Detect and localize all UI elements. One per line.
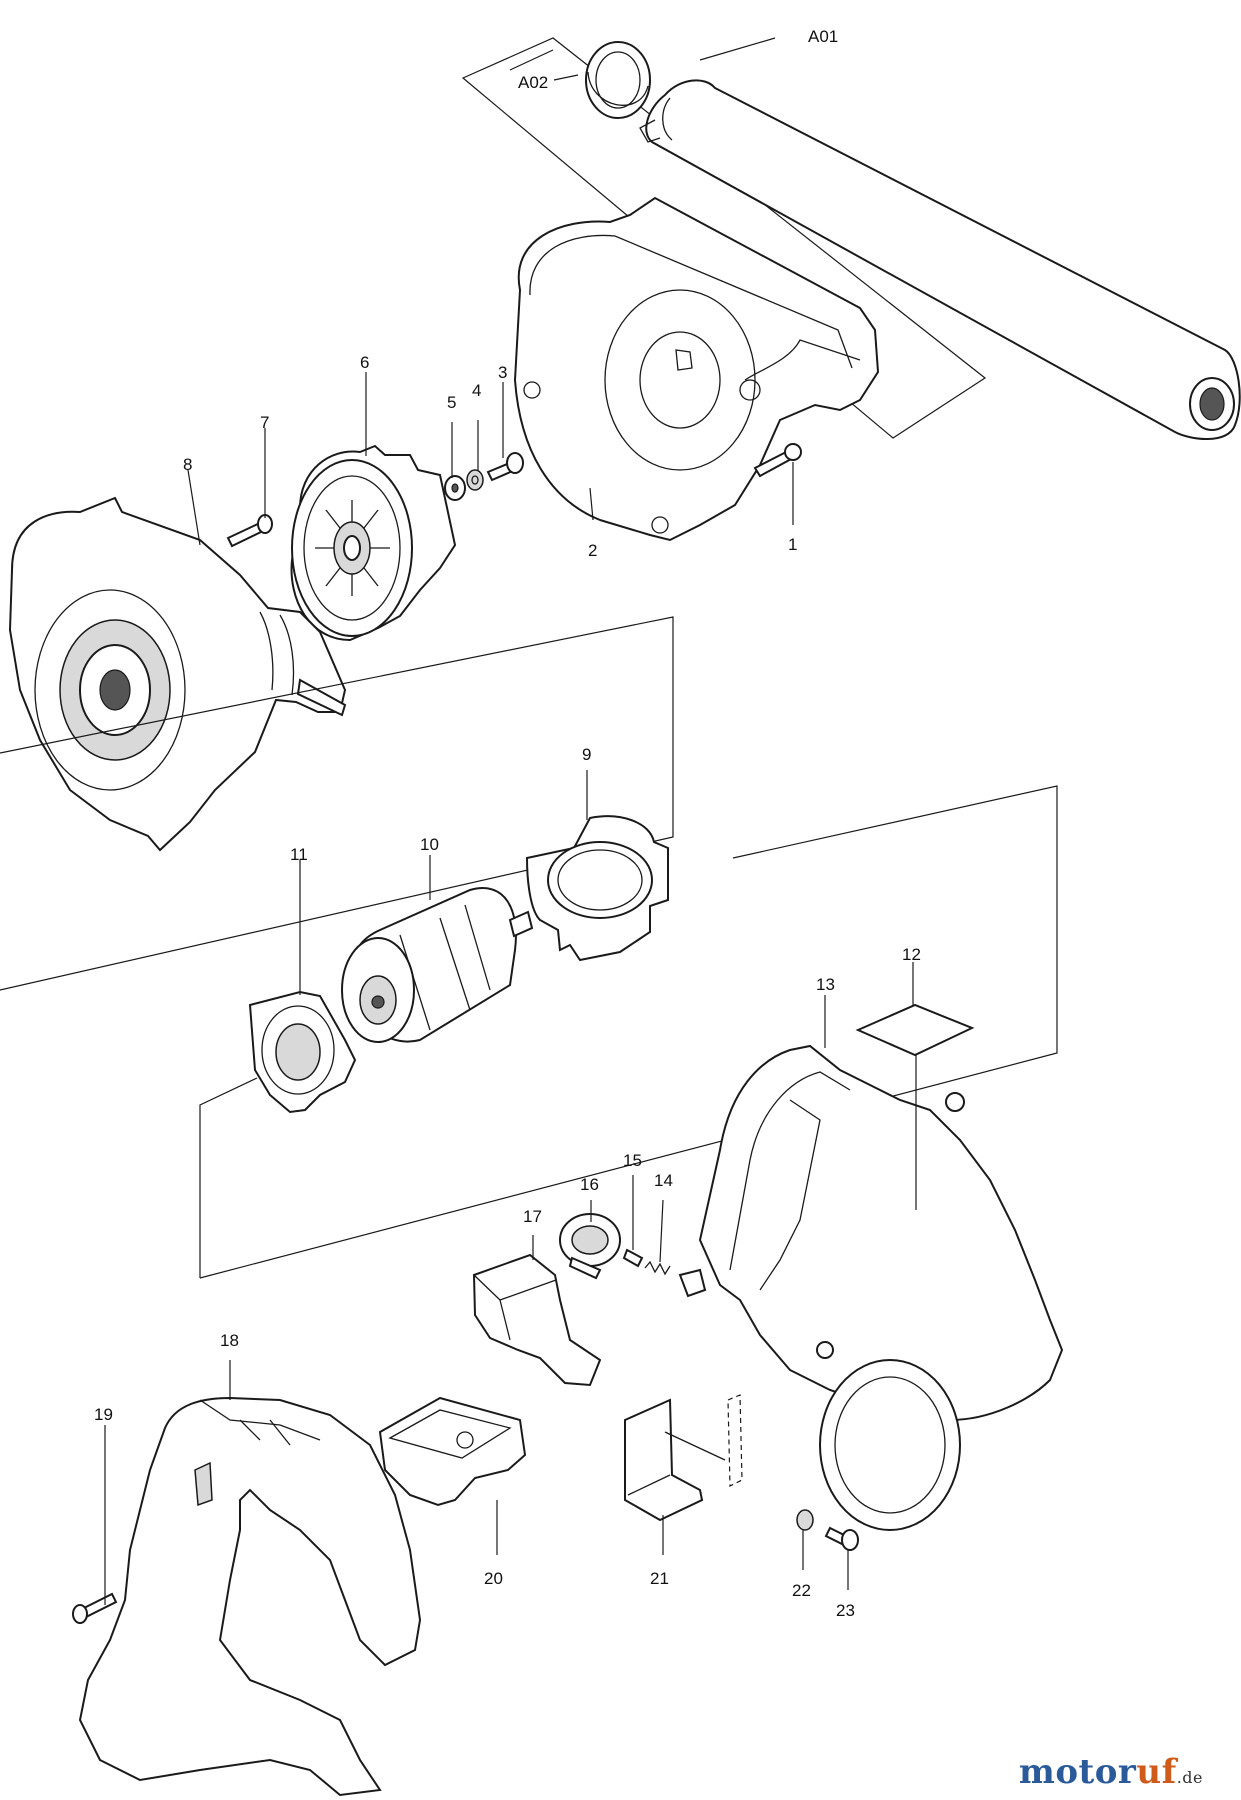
label-10: 10: [420, 835, 439, 854]
part-9-motor-clamp: [525, 815, 669, 962]
part-22-washer: [796, 1509, 814, 1531]
part-6-fan: [290, 444, 457, 642]
label-5: 5: [447, 393, 456, 412]
label-20: 20: [484, 1569, 503, 1588]
label-15: 15: [623, 1151, 642, 1170]
motor-assembly-frame: [0, 616, 1058, 1279]
part-A01-nozzle-tube: [639, 79, 1241, 440]
part-2-fan-housing: [513, 196, 880, 542]
label-16: 16: [580, 1175, 599, 1194]
label-18: 18: [220, 1331, 239, 1350]
label-7: 7: [260, 413, 269, 432]
watermark-tld: .de: [1176, 1768, 1203, 1787]
watermark-brand-b: uf: [1136, 1752, 1177, 1792]
label-A02: A02: [518, 73, 548, 92]
part-A02-ring: [585, 41, 651, 119]
watermark-logo: motoruf.de: [1019, 1752, 1203, 1792]
part-21-bracket: [624, 1394, 743, 1522]
label-12: 12: [902, 945, 921, 964]
part-3-screw: [486, 452, 524, 482]
part-10-motor: [341, 887, 534, 1043]
part-16-speed-dial: [559, 1213, 621, 1280]
label-23: 23: [836, 1601, 855, 1620]
label-11: 11: [290, 845, 308, 864]
part-5-flat-washer: [444, 475, 466, 501]
leader-lines: [104, 37, 917, 1605]
label-9: 9: [582, 745, 591, 764]
label-A01: A01: [808, 27, 838, 46]
part-7-screw: [226, 514, 273, 548]
part-23-screw: [824, 1526, 859, 1551]
label-2: 2: [588, 541, 597, 560]
label-19: 19: [94, 1405, 113, 1424]
part-labels: A01 A02 1 2 3 4 5 6 7 8 9 10 11 12 13 14…: [94, 27, 921, 1620]
part-8-blower-housing: [8, 496, 347, 852]
part-15-pin: [622, 1248, 644, 1268]
label-3: 3: [498, 363, 507, 382]
part-12-label: [855, 1003, 975, 1057]
label-21: 21: [650, 1569, 669, 1588]
watermark-brand-a: motor: [1018, 1752, 1137, 1792]
part-17-switch: [472, 1253, 602, 1387]
part-14-spring: [644, 1260, 671, 1276]
part-20-terminal: [378, 1396, 527, 1507]
part-4-lock-washer: [466, 469, 484, 491]
label-22: 22: [792, 1581, 811, 1600]
label-13: 13: [816, 975, 835, 994]
part-18-handle-housing: [78, 1396, 422, 1797]
label-1: 1: [788, 535, 797, 554]
label-8: 8: [183, 455, 192, 474]
label-17: 17: [523, 1207, 542, 1226]
part-19-screw: [72, 1592, 118, 1624]
part-11-brush-holder: [248, 990, 357, 1114]
label-6: 6: [360, 353, 369, 372]
part-1-screw: [753, 443, 802, 478]
part-13-housing: [678, 1044, 1064, 1531]
label-14: 14: [654, 1171, 673, 1190]
label-4: 4: [472, 381, 481, 400]
